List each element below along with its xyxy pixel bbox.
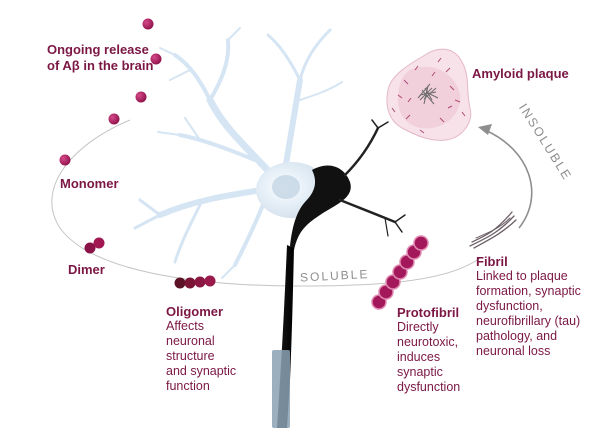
protofibril-label: Protofibril Directly neurotoxic, induces…: [397, 305, 460, 395]
dimer-label: Dimer: [68, 262, 105, 277]
monomer-dot: [60, 155, 71, 166]
fibril-label: Fibril Linked to plaque formation, synap…: [476, 254, 581, 359]
oligomer-desc-5: function: [166, 379, 236, 394]
insoluble-arrowhead: [478, 124, 492, 135]
protofibril-chain: [372, 236, 428, 309]
release-label-line2: of Aβ in the brain: [47, 58, 153, 74]
oligomer-desc-3: structure: [166, 349, 236, 364]
insoluble-label: INSOLUBLE: [516, 101, 575, 183]
fibril-desc-1: Linked to plaque: [476, 269, 581, 284]
release-label-line1: Ongoing release: [47, 42, 153, 58]
protofibril-desc-2: neurotoxic,: [397, 335, 460, 350]
axon-sheath: [272, 350, 290, 428]
monomer-dot: [109, 114, 120, 125]
fibril-desc-2: formation, synaptic: [476, 284, 581, 299]
protofibril-desc-4: synaptic: [397, 365, 460, 380]
fibril-desc-6: neuronal loss: [476, 344, 581, 359]
oligomer-desc-4: and synaptic: [166, 364, 236, 379]
dimer-dots: [85, 238, 105, 254]
oligomer-desc-2: neuronal: [166, 334, 236, 349]
insoluble-arrow: [485, 130, 532, 228]
plaque-label: Amyloid plaque: [472, 66, 569, 81]
protofibril-desc-5: dysfunction: [397, 380, 460, 395]
oligomer-dots: [175, 276, 216, 289]
fibril-title: Fibril: [476, 254, 581, 269]
monomer-dot: [143, 19, 154, 30]
oligomer-title: Oligomer: [166, 304, 236, 319]
dendrites: [135, 28, 342, 278]
protofibril-desc-3: induces: [397, 350, 460, 365]
oligomer-desc-1: Affects: [166, 319, 236, 334]
amyloid-plaque: [387, 49, 471, 140]
monomer-label: Monomer: [60, 176, 119, 191]
fibril-desc-4: neurofibrillary (tau): [476, 314, 581, 329]
protofibril-desc-1: Directly: [397, 320, 460, 335]
neuron-nucleus: [272, 175, 300, 199]
protofibril-title: Protofibril: [397, 305, 460, 320]
release-label: Ongoing release of Aβ in the brain: [47, 42, 153, 74]
soluble-label: SOLUBLE: [300, 267, 370, 285]
dark-dendrites: [340, 120, 405, 236]
oligomer-label: Oligomer Affects neuronal structure and …: [166, 304, 236, 394]
fibril-desc-3: dysfunction,: [476, 299, 581, 314]
fibril-strand: [470, 212, 516, 248]
monomer-dot: [136, 92, 147, 103]
fibril-desc-5: pathology, and: [476, 329, 581, 344]
monomer-dots: [60, 19, 162, 166]
